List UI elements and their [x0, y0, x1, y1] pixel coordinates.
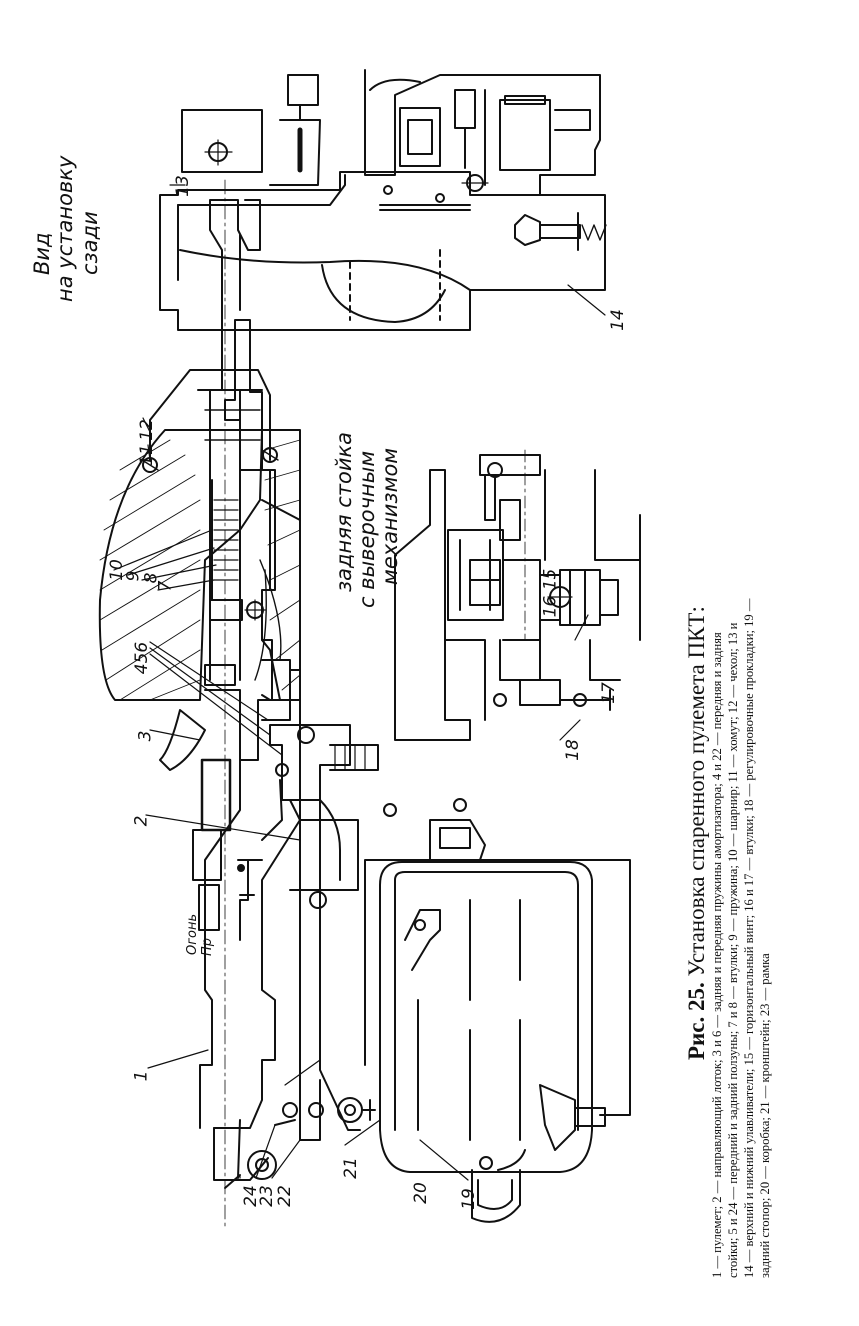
- callout-12: 12: [136, 419, 157, 441]
- callout-14: 14: [607, 309, 628, 331]
- safety-marking-safe: Пр: [200, 937, 215, 956]
- legend-line-2: стойки; 5 и 24 — передний и задний ползу…: [726, 622, 740, 1278]
- callout-11: 11: [136, 444, 157, 466]
- figure-caption-title: Рис. 25. Установка спаренного пулемета П…: [684, 606, 710, 1060]
- callout-17: 17: [598, 682, 619, 704]
- callout-1: 1: [131, 1070, 152, 1082]
- rear-post-caption-line-2: с выверочным: [355, 450, 379, 608]
- callout-13: 13: [172, 175, 193, 197]
- rear-view-caption-line-2: на установку: [53, 155, 77, 302]
- callout-3: 3: [135, 730, 156, 742]
- legend-line-3: 14 — верхний и нижний улавливатели; 15 —…: [742, 598, 756, 1278]
- figure-number: Рис. 25.: [684, 982, 709, 1060]
- callout-24: 24: [240, 1185, 261, 1207]
- legend-line-1: 1 — пулемет; 2 — направляющий лоток; 3 и…: [710, 632, 724, 1278]
- callout-22: 22: [274, 1185, 295, 1207]
- callout-2: 2: [131, 815, 152, 827]
- rear-view-caption-line-3: сзади: [78, 211, 102, 275]
- legend-line-4: задний стопор; 20 — коробка; 21 — кроншт…: [758, 953, 772, 1278]
- callout-18: 18: [562, 739, 583, 761]
- callout-19: 19: [458, 1188, 479, 1210]
- figure-title: Установка спаренного пулемета ПКТ:: [684, 606, 709, 983]
- rear-view-caption-line-1: Вид: [30, 232, 54, 275]
- rear-post-caption-line-1: задняя стойка: [332, 431, 356, 592]
- callout-16-15: 16 15: [540, 568, 561, 618]
- rear-view-drawing: [159, 69, 607, 331]
- callout-456: 456: [132, 641, 153, 675]
- rear-post-drawing: [394, 449, 641, 741]
- safety-marking-fire: Огонь: [185, 913, 200, 955]
- main-assembly-drawing: [98, 179, 641, 1231]
- rear-post-caption-line-3: механизмом: [378, 447, 402, 585]
- callout-10: 10: [106, 559, 127, 581]
- callout-8: 8: [141, 572, 162, 584]
- callout-21: 21: [340, 1157, 361, 1179]
- callout-20: 20: [410, 1182, 431, 1204]
